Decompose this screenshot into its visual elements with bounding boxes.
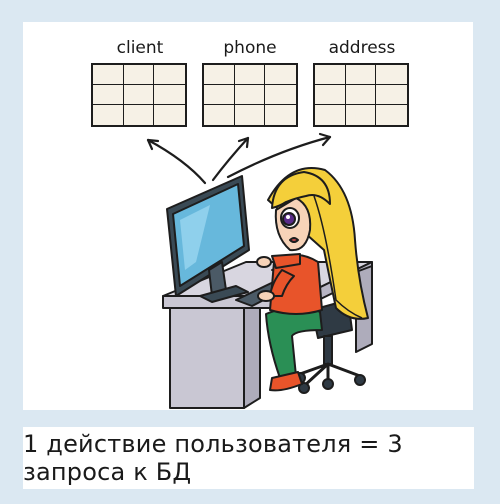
db-table-address [313,63,409,127]
arrow-to-client-head [146,138,160,151]
programmer-girl [256,167,369,392]
arrow-to-phone [211,136,250,182]
table-label-client: client [116,38,164,58]
caption-bar: 1 действие пользователя = 3 запроса к БД [23,427,474,489]
db-table-phone [202,63,298,127]
monitor [166,175,250,303]
caption-text: 1 действие пользователя = 3 запроса к БД [23,430,403,486]
table-label-phone: phone [223,38,277,58]
request-arrows [146,132,332,185]
arrow-to-phone-head [237,136,250,149]
db-table-client [91,63,187,127]
table-label-address: address [328,38,396,58]
arrow-to-client [146,138,207,185]
arrow-to-address-head [318,132,332,147]
arrow-to-address [226,135,332,179]
